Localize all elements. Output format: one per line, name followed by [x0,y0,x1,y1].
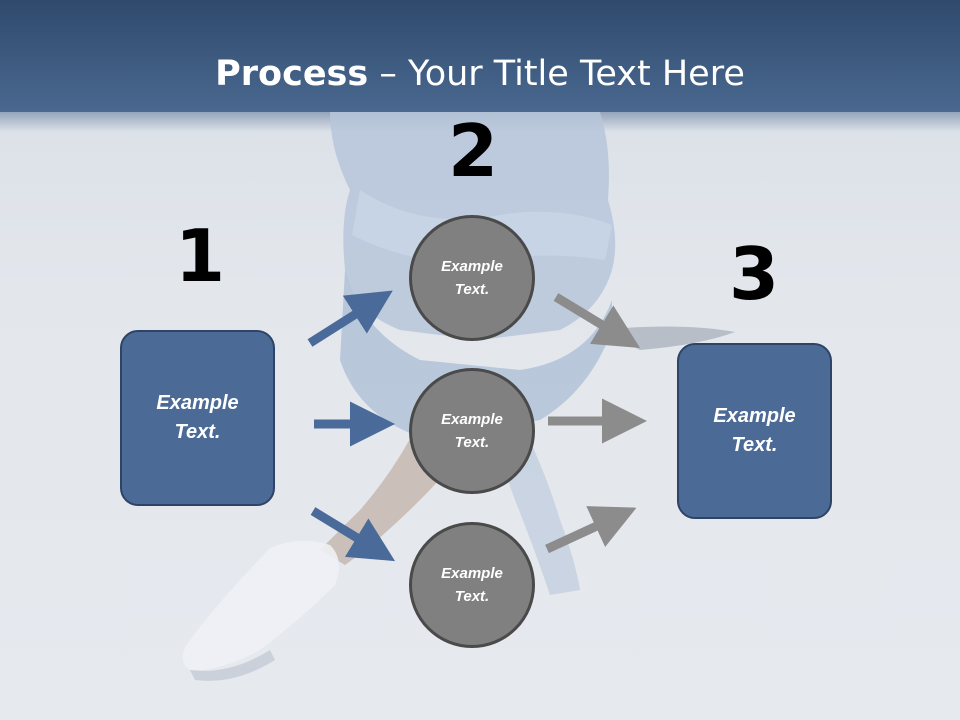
slide-title: Process – Your Title Text Here [0,52,960,96]
arrow-1-to-2-bottom [310,507,396,562]
step-2-circle-middle: Example Text. [409,368,535,494]
arrow-2-to-3-bottom [545,506,637,554]
slide-title-rest: – Your Title Text Here [368,54,745,94]
step-1-text: Example Text. [156,392,239,443]
step-number-1: 1 [174,214,226,298]
step-2-circle-middle-text: Example Text. [441,411,503,451]
step-3-text: Example Text. [713,405,796,456]
step-3-box: Example Text. [677,343,832,519]
step-2-circle-top-text: Example Text. [441,258,503,298]
step-2-circle-bottom: Example Text. [409,522,535,648]
arrow-1-to-2-top [307,290,393,347]
step-2-circle-top: Example Text. [409,215,535,341]
step-number-3: 3 [728,232,780,316]
step-2-circle-bottom-text: Example Text. [441,565,503,605]
arrow-2-to-3-top [553,293,641,349]
slide-title-bold: Process [215,54,369,94]
step-number-2: 2 [447,109,499,193]
title-bar [0,0,960,112]
step-1-box: Example Text. [120,330,275,506]
